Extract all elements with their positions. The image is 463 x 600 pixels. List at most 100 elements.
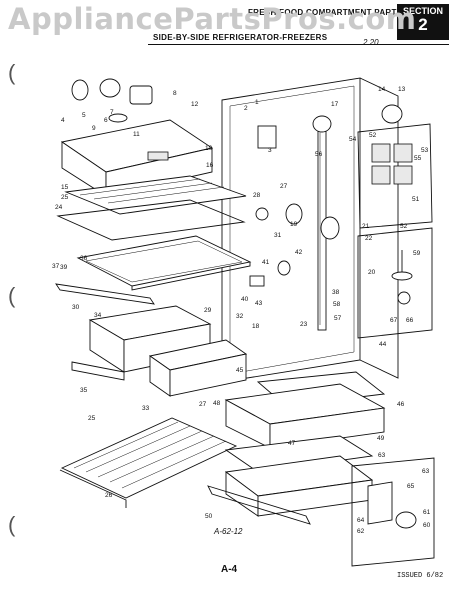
leveler-inset bbox=[357, 227, 433, 339]
upper-wire-shelf bbox=[56, 175, 247, 241]
callout-19: 19 bbox=[290, 221, 298, 228]
callout-52b: 52 bbox=[369, 132, 377, 139]
callout-16: 16 bbox=[206, 162, 214, 169]
callout-14: 14 bbox=[378, 86, 386, 93]
page-title: FRESH FOOD COMPARTMENT PARTS bbox=[248, 8, 403, 17]
callout-63b: 63 bbox=[378, 452, 386, 459]
watermark: AppliancePartsPros.com bbox=[8, 2, 417, 36]
callout-66: 66 bbox=[406, 317, 414, 324]
header-rule bbox=[148, 44, 449, 45]
callout-34: 34 bbox=[94, 312, 102, 319]
callout-32: 32 bbox=[236, 313, 244, 320]
callout-28: 28 bbox=[253, 192, 261, 199]
section-label: SECTION bbox=[402, 6, 443, 16]
callout-42: 42 bbox=[295, 249, 303, 256]
callout-30: 30 bbox=[72, 304, 80, 311]
callout-24: 24 bbox=[55, 204, 63, 211]
section-number: 2 bbox=[418, 15, 428, 34]
callout-12: 12 bbox=[191, 101, 199, 108]
lower-wire-shelf bbox=[59, 417, 238, 508]
callout-67: 67 bbox=[390, 317, 398, 324]
callout-63: 63 bbox=[422, 468, 430, 475]
callout-5: 5 bbox=[82, 112, 86, 119]
callout-48: 48 bbox=[213, 400, 221, 407]
callout-58: 58 bbox=[333, 301, 341, 308]
page-subtitle: SIDE-BY-SIDE REFRIGERATOR-FREEZERS bbox=[153, 33, 328, 42]
cabinet-liner bbox=[221, 77, 399, 383]
callout-44: 44 bbox=[379, 341, 387, 348]
callout-25b: 25 bbox=[88, 415, 96, 422]
callout-31: 31 bbox=[274, 232, 282, 239]
callout-3: 3 bbox=[268, 147, 272, 154]
callout-57: 57 bbox=[334, 315, 342, 322]
callout-9: 9 bbox=[92, 125, 96, 132]
roller-inset bbox=[351, 457, 435, 567]
crisper-pans bbox=[71, 305, 248, 397]
callout-26: 26 bbox=[105, 492, 113, 499]
control-assembly bbox=[71, 78, 153, 123]
callout-65: 65 bbox=[407, 483, 415, 490]
callout-51: 51 bbox=[412, 196, 420, 203]
binder-mark: ( bbox=[8, 60, 16, 85]
callout-29: 29 bbox=[204, 307, 212, 314]
callout-53: 53 bbox=[421, 147, 429, 154]
callout-41: 41 bbox=[262, 259, 270, 266]
callout-27b: 27 bbox=[199, 401, 207, 408]
callout-49: 49 bbox=[377, 435, 385, 442]
callout-40: 40 bbox=[241, 296, 249, 303]
binder-mark: ( bbox=[8, 283, 16, 308]
callout-45: 45 bbox=[236, 367, 244, 374]
callout-52: 52 bbox=[400, 223, 408, 230]
section-badge: SECTION 2 bbox=[397, 4, 449, 40]
callout-27: 27 bbox=[280, 183, 288, 190]
callout-labels: 1 2 3 4 5 6 7 8 9 10 11 12 13 14 15 16 1… bbox=[52, 86, 431, 535]
callout-22: 22 bbox=[365, 235, 373, 242]
callout-46: 46 bbox=[397, 401, 405, 408]
callout-36: 36 bbox=[80, 255, 88, 262]
door-shelf-bins bbox=[207, 371, 386, 525]
callout-43: 43 bbox=[255, 300, 263, 307]
callout-20: 20 bbox=[368, 269, 376, 276]
shelf-trim-strip bbox=[55, 283, 155, 305]
callout-6: 6 bbox=[104, 117, 108, 124]
callout-18: 18 bbox=[252, 323, 260, 330]
callout-60: 60 bbox=[423, 522, 431, 529]
callout-33: 33 bbox=[142, 405, 150, 412]
callout-17: 17 bbox=[331, 101, 339, 108]
callout-15: 15 bbox=[61, 184, 69, 191]
callout-2: 2 bbox=[244, 105, 248, 112]
callout-35: 35 bbox=[80, 387, 88, 394]
callout-8: 8 bbox=[173, 90, 177, 97]
callout-23: 23 bbox=[300, 321, 308, 328]
page-number: A-4 bbox=[221, 564, 238, 575]
issued-date: ISSUED 6/82 bbox=[397, 572, 444, 580]
callout-11: 11 bbox=[133, 131, 140, 138]
callout-61: 61 bbox=[423, 509, 431, 516]
hinge-inset bbox=[357, 123, 433, 229]
callout-37: 37 bbox=[52, 263, 60, 270]
callout-50: 50 bbox=[205, 513, 213, 520]
glass-shelf bbox=[76, 235, 252, 291]
header-code: 2.20 bbox=[363, 38, 379, 47]
figure-code: A-62-12 bbox=[214, 527, 243, 536]
callout-10: 10 bbox=[205, 145, 213, 152]
interior-fittings bbox=[249, 104, 403, 287]
callout-38: 38 bbox=[332, 289, 340, 296]
callout-47: 47 bbox=[288, 440, 296, 447]
callout-39: 39 bbox=[60, 264, 68, 271]
callout-1: 1 bbox=[255, 99, 259, 106]
callout-13: 13 bbox=[398, 86, 406, 93]
callout-4: 4 bbox=[61, 117, 65, 124]
callout-25: 25 bbox=[61, 194, 69, 201]
callout-55: 55 bbox=[414, 155, 422, 162]
callout-59: 59 bbox=[413, 250, 421, 257]
callout-7: 7 bbox=[110, 109, 114, 116]
callout-62: 62 bbox=[357, 528, 365, 535]
callout-56: 56 bbox=[315, 151, 323, 158]
binder-mark: ( bbox=[8, 512, 16, 537]
callout-64: 64 bbox=[357, 517, 365, 524]
callout-21: 21 bbox=[362, 223, 370, 230]
callout-54: 54 bbox=[349, 136, 357, 143]
